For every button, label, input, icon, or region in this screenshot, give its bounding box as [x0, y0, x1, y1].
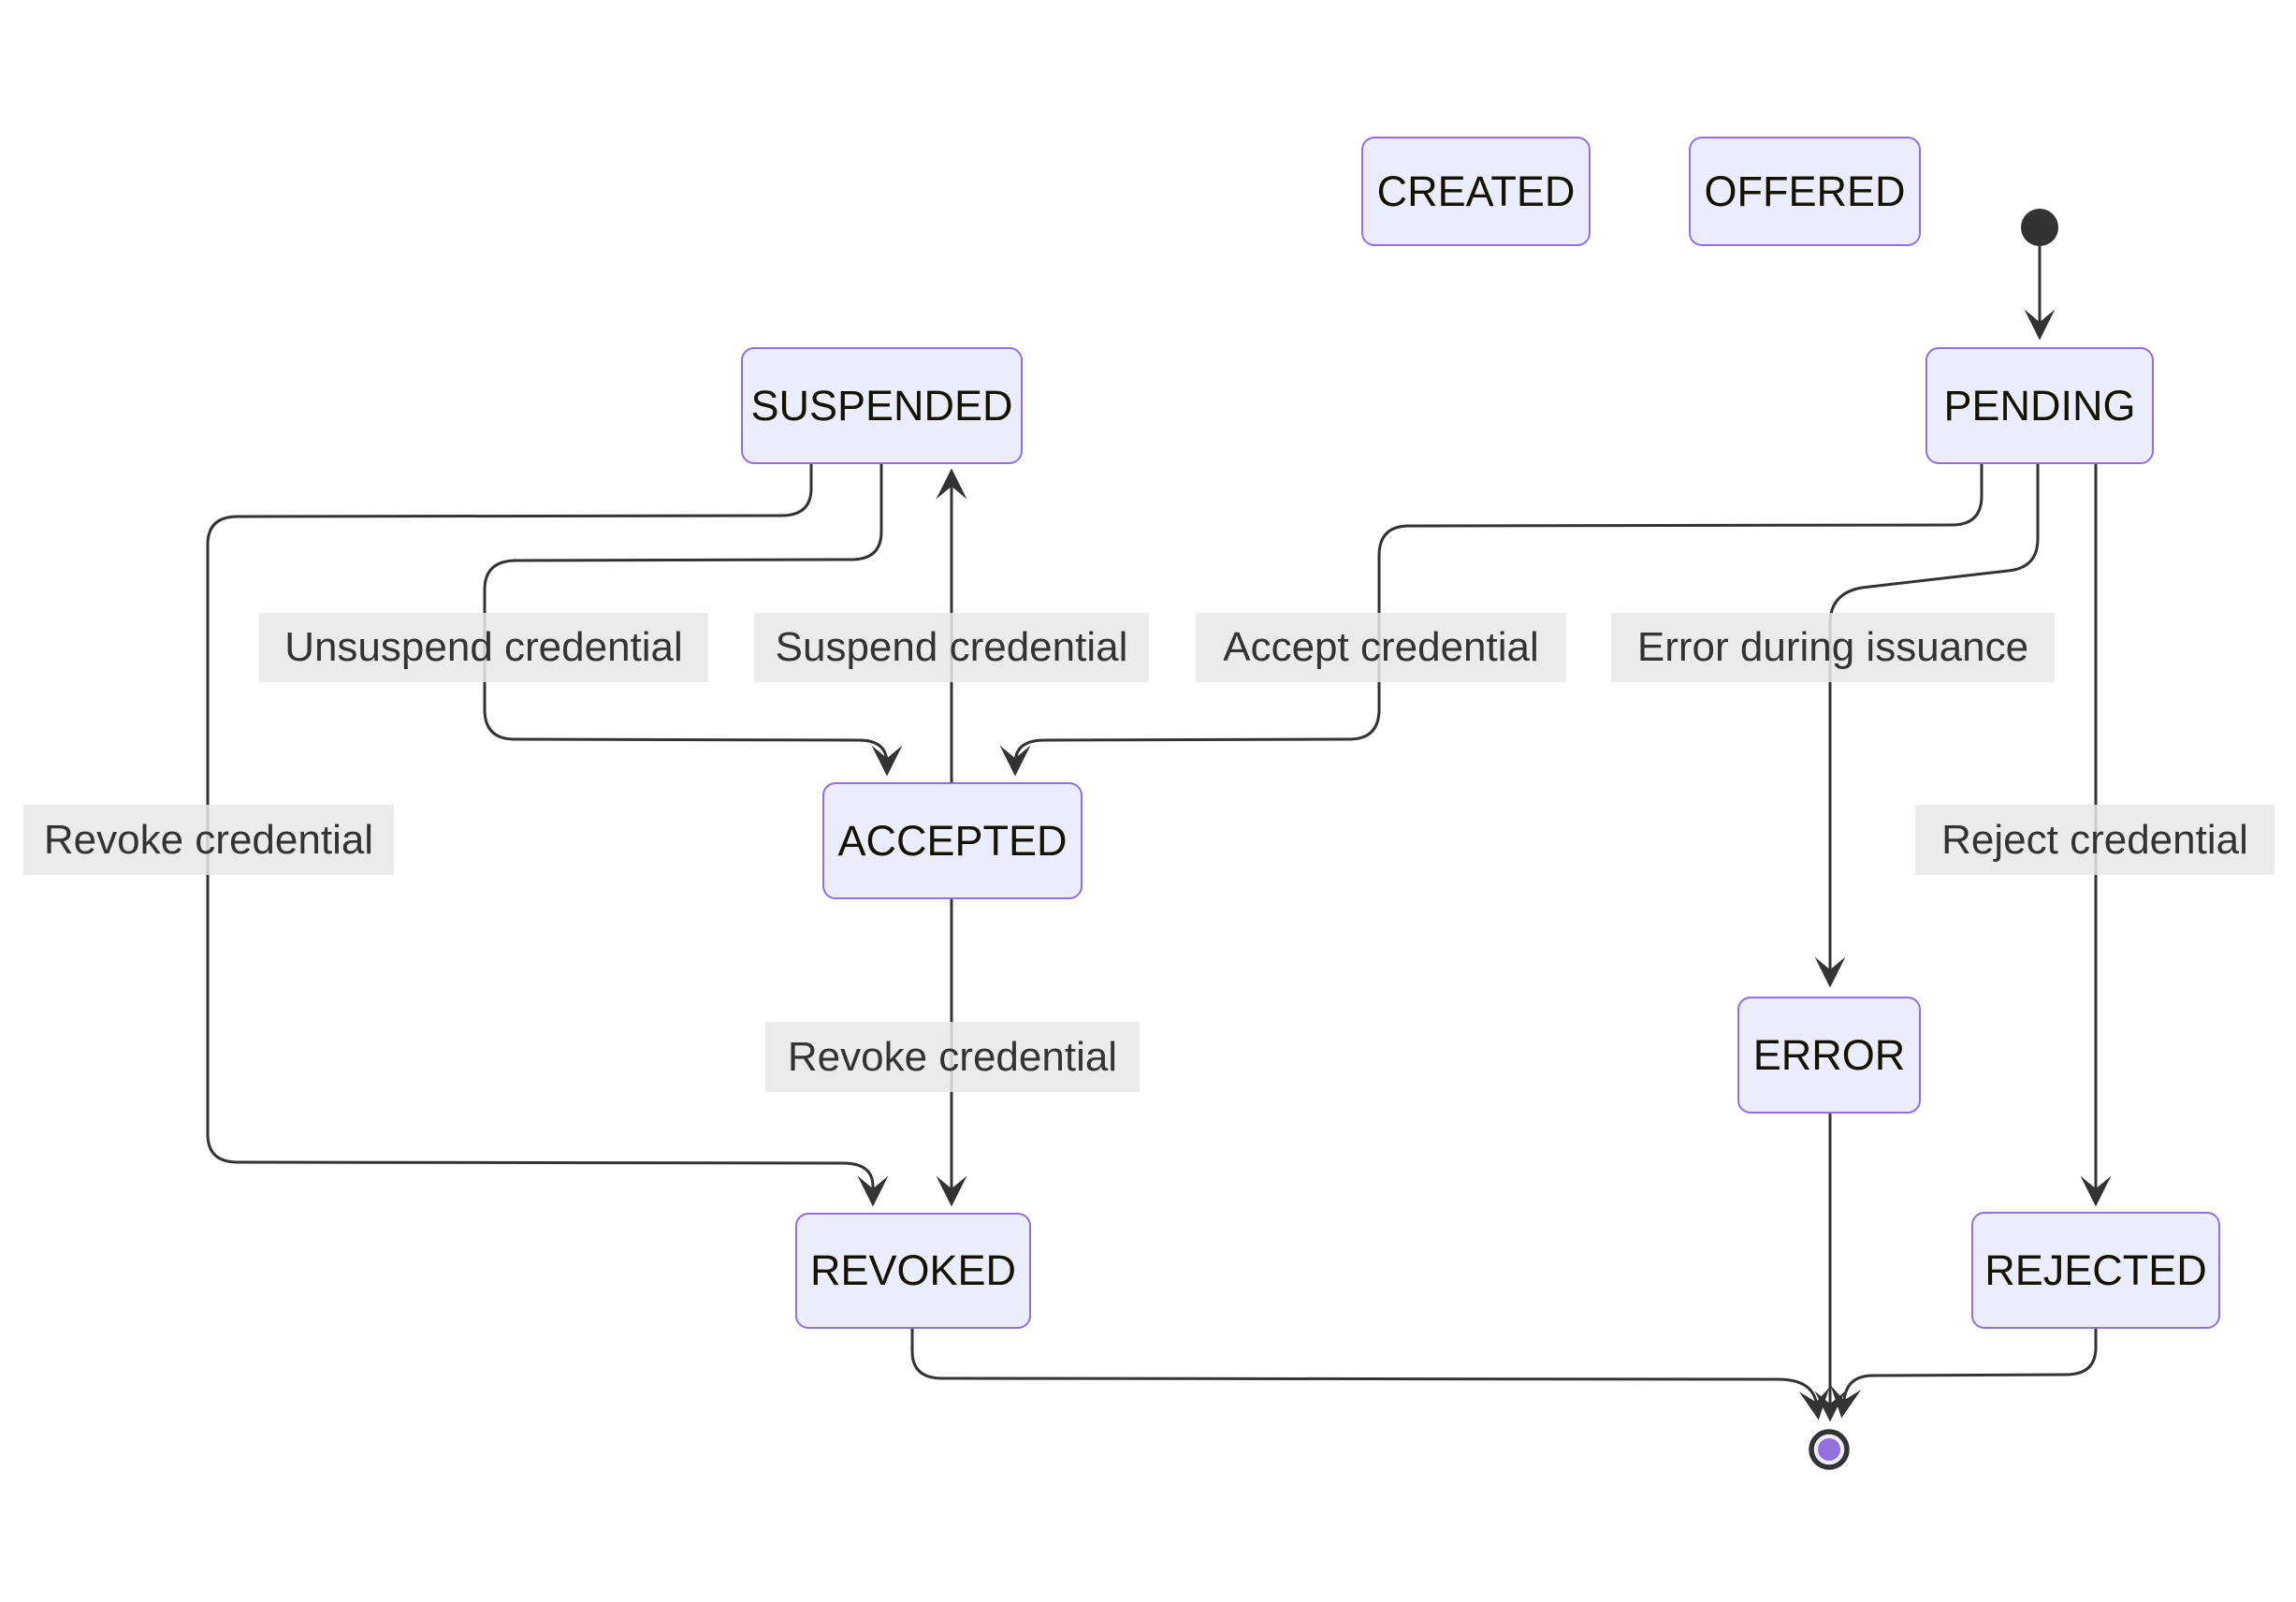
edge-revoked-to-end [910, 1329, 1830, 1420]
edge-label-suspend-credential: Suspend credential [754, 613, 1149, 682]
edge-label-revoke-credential-center: Revoke credential [765, 1022, 1140, 1092]
state-node-rejected: REJECTED [1971, 1212, 2220, 1329]
state-node-created: CREATED [1361, 137, 1591, 246]
edge-rejected-to-end [1830, 1329, 2098, 1419]
final-state-icon [1809, 1429, 1850, 1470]
edge-label-reject-credential: Reject credential [1915, 805, 2274, 875]
state-node-pending: PENDING [1925, 347, 2154, 464]
initial-state-icon [2021, 209, 2058, 246]
state-node-offered: OFFERED [1689, 137, 1921, 246]
edge-label-unsuspend-credential: Unsuspend credential [259, 613, 708, 682]
state-node-error: ERROR [1737, 997, 1921, 1114]
edge-pending-to-error [1814, 464, 2040, 988]
edge-label-accept-credential: Accept credential [1196, 613, 1566, 682]
edge-label-revoke-credential-left: Revoke credential [23, 805, 394, 875]
state-node-suspended: SUSPENDED [741, 347, 1023, 464]
edge-label-error-during-issuance: Error during issuance [1611, 613, 2055, 682]
state-node-revoked: REVOKED [795, 1213, 1031, 1329]
state-node-accepted: ACCEPTED [822, 782, 1083, 899]
